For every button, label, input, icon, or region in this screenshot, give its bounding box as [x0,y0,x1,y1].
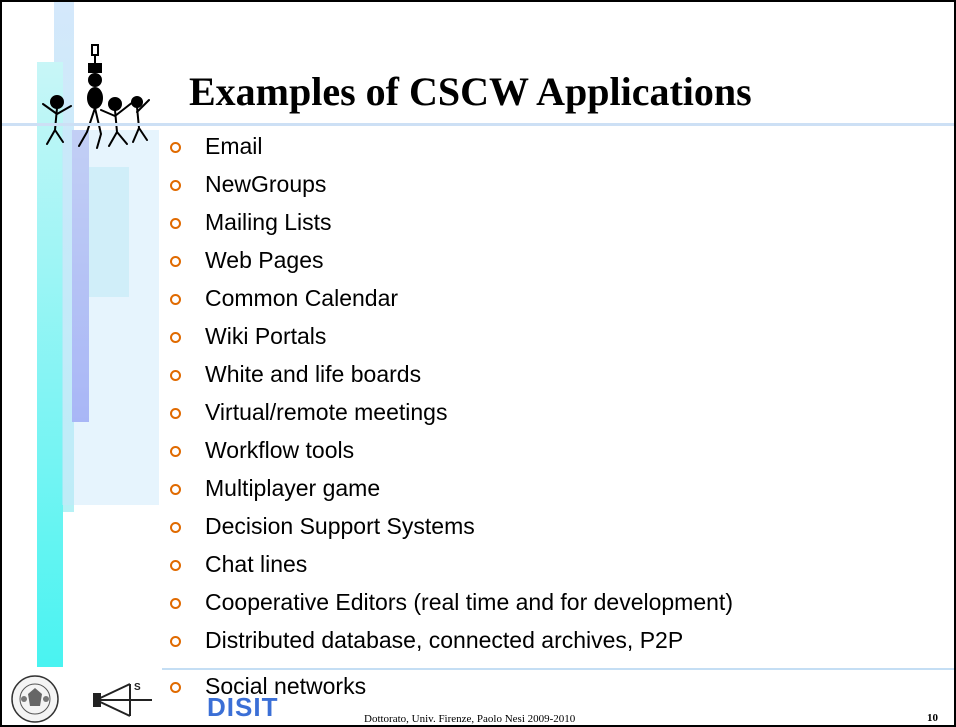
list-item: Wiki Portals [2,320,802,352]
list-item: NewGroups [2,168,802,200]
bullet-icon [170,256,181,267]
decor-bar-purple [72,130,89,422]
decor-bar-strip [62,130,159,505]
bullet-icon [170,522,181,533]
bullet-icon [170,598,181,609]
compass-logo-icon: S [93,682,152,717]
decor-bar-cyan [37,62,63,667]
bullet-icon [170,218,181,229]
bullet-icon [170,484,181,495]
bullet-icon [170,636,181,647]
bullet-icon [170,180,181,191]
bullet-icon [170,408,181,419]
svg-text:S: S [134,682,141,693]
list-item: Social networks [2,670,802,702]
bullet-icon [170,332,181,343]
list-item: Cooperative Editors (real time and for d… [2,586,802,618]
bullet-icon [170,142,181,153]
bullet-icon [170,560,181,571]
footer-credit: Dottorato, Univ. Firenze, Paolo Nesi 200… [364,713,576,725]
decor-bar-pale [89,167,129,297]
title-divider [2,123,954,126]
list-item: Workflow tools [2,434,802,466]
list-item: Email [2,130,802,162]
list-item: Multiplayer game [2,472,802,504]
list-item: Mailing Lists [2,206,802,238]
list-item: Web Pages [2,244,802,276]
bullet-icon [170,294,181,305]
page-number: 10 [927,712,938,724]
list-item: Distributed database, connected archives… [2,624,802,656]
footer-divider [162,668,954,670]
list-item: Common Calendar [2,282,802,314]
bullet-icon [170,446,181,457]
university-seal-icon [11,675,59,723]
list-item: Virtual/remote meetings [2,396,802,428]
dancing-people-icon [42,44,150,149]
bullet-icon [170,370,181,381]
disit-logo: DISIT [207,692,279,722]
list-item: Decision Support Systems [2,510,802,542]
slide-title: Examples of CSCW Applications [189,69,752,114]
bullet-icon [170,682,181,693]
list-item: Chat lines [2,548,802,580]
list-item: White and life boards [2,358,802,390]
